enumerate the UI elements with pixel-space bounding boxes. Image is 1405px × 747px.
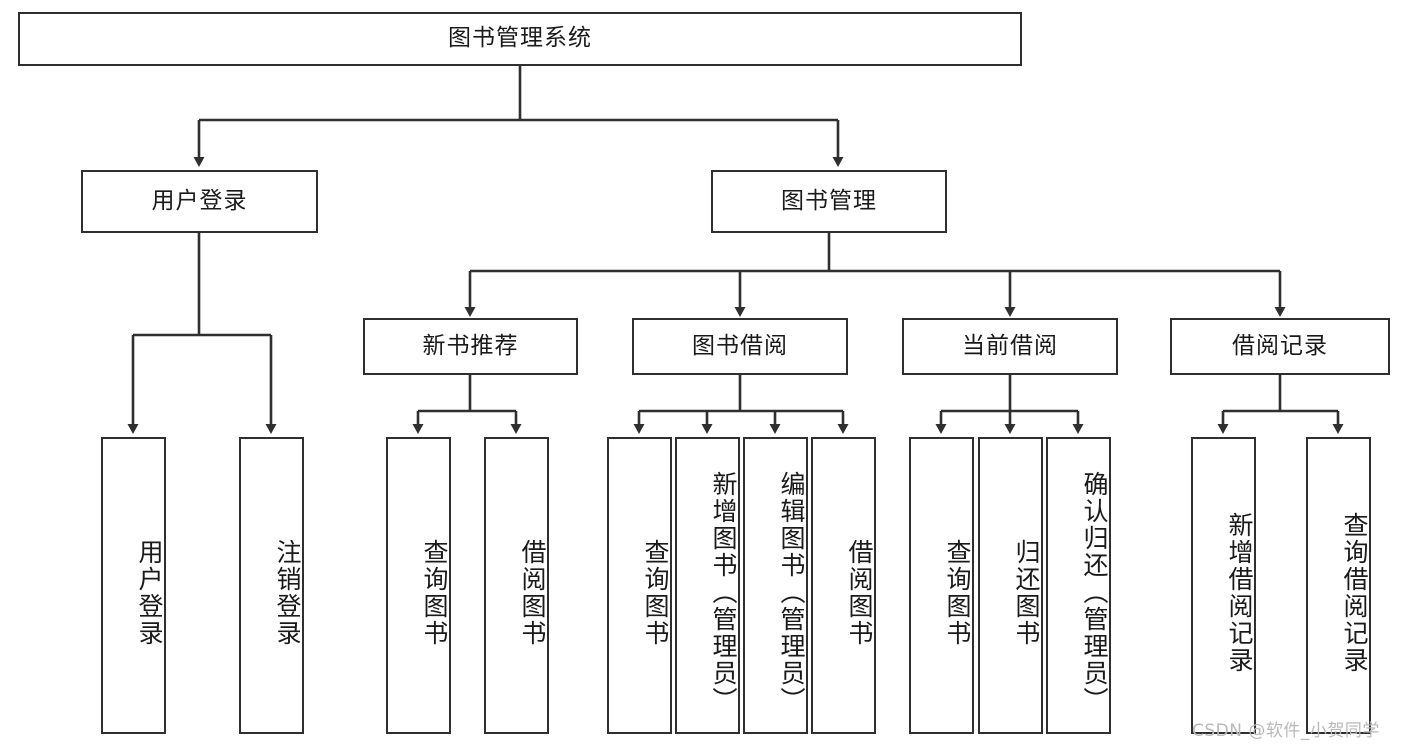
leaf-book-borrow-edit-book-admin[interactable]: 编辑图书（管理员） (743, 437, 808, 734)
node-user-login[interactable]: 用户登录 (81, 170, 318, 233)
node-label: 图书管理系统 (448, 25, 592, 52)
node-borrow-record[interactable]: 借阅记录 (1170, 318, 1390, 375)
csdn-watermark: CSDN @软件_小贺同学 (1192, 721, 1380, 741)
node-book-management[interactable]: 图书管理 (711, 170, 947, 233)
node-label: 查询图书 (641, 538, 670, 647)
node-current-borrow[interactable]: 当前借阅 (902, 318, 1118, 375)
node-label: 编辑图书（管理员） (777, 471, 806, 714)
node-label: 新书推荐 (422, 332, 519, 359)
leaf-current-borrow-query-book[interactable]: 查询图书 (909, 437, 974, 734)
leaf-book-borrow-query-book[interactable]: 查询图书 (607, 437, 672, 734)
leaf-new-book-borrow-book[interactable]: 借阅图书 (484, 437, 549, 734)
node-label: 查询借阅记录 (1340, 511, 1369, 674)
node-label: 归还图书 (1012, 538, 1041, 647)
leaf-book-borrow-add-book-admin[interactable]: 新增图书（管理员） (675, 437, 740, 734)
leaf-user-login-logout[interactable]: 注销登录 (239, 437, 304, 734)
leaf-current-borrow-confirm-return-admin[interactable]: 确认归还（管理员） (1046, 437, 1111, 734)
leaf-new-book-query-book[interactable]: 查询图书 (386, 437, 451, 734)
node-book-borrow[interactable]: 图书借阅 (632, 318, 848, 375)
node-label: 当前借阅 (962, 332, 1058, 359)
node-label: 借阅图书 (845, 538, 874, 647)
leaf-borrow-record-add-record[interactable]: 新增借阅记录 (1191, 437, 1256, 734)
node-label: 确认归还（管理员） (1080, 471, 1109, 714)
node-new-book-recommend[interactable]: 新书推荐 (363, 318, 578, 375)
node-label: 新增图书（管理员） (709, 471, 738, 714)
node-label: 注销登录 (273, 538, 302, 647)
node-label: 图书管理 (781, 187, 877, 214)
node-label: 查询图书 (420, 538, 449, 647)
node-root-book-management-system[interactable]: 图书管理系统 (18, 12, 1022, 66)
node-label: 借阅记录 (1232, 332, 1328, 359)
node-label: 新增借阅记录 (1225, 511, 1254, 674)
node-label: 用户登录 (135, 538, 164, 647)
node-label: 图书借阅 (692, 332, 788, 359)
leaf-borrow-record-query-record[interactable]: 查询借阅记录 (1306, 437, 1371, 734)
leaf-user-login-login[interactable]: 用户登录 (101, 437, 166, 734)
node-label: 用户登录 (151, 187, 248, 214)
node-label: 借阅图书 (518, 538, 547, 647)
leaf-current-borrow-return-book[interactable]: 归还图书 (978, 437, 1043, 734)
leaf-book-borrow-borrow-book[interactable]: 借阅图书 (811, 437, 876, 734)
node-label: 查询图书 (943, 538, 972, 647)
